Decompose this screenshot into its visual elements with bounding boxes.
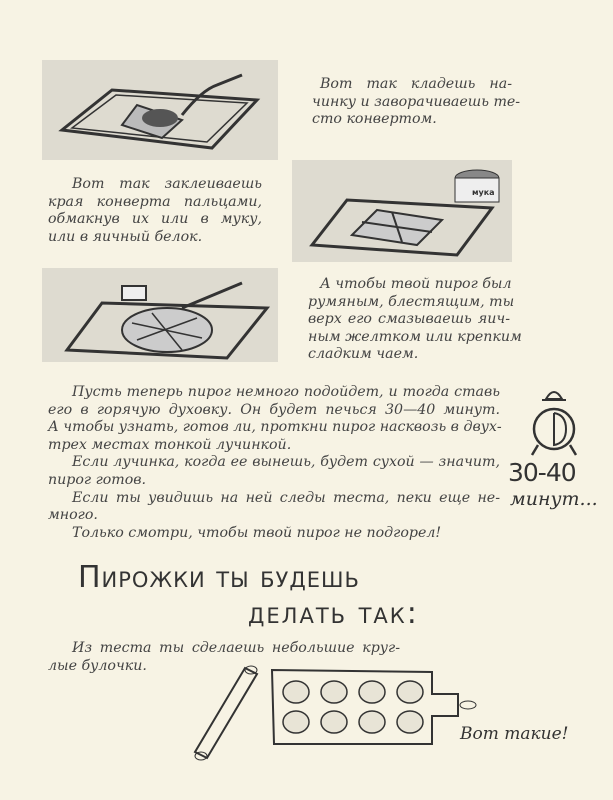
buns-line: лые булочки. — [48, 657, 147, 674]
illustration-sealing: мука — [292, 160, 512, 262]
buns-line: Из теста ты сделаешь небольшие круг- — [72, 640, 400, 656]
paragraph-line: А чтобы узнать, готов ли, проткни пирог … — [48, 419, 502, 436]
flour-jar-label: мука — [472, 188, 495, 197]
section-heading-line2: делать так: — [248, 596, 419, 631]
paragraph-line: много. — [48, 507, 98, 524]
alarm-clock-icon — [530, 391, 578, 456]
timer-number: 30-40 — [508, 458, 577, 487]
rolling-pin-illustration — [193, 665, 259, 761]
paragraph-line: пирог готов. — [48, 471, 147, 488]
caption-line: верх его смазываешь яич- — [308, 311, 510, 328]
bun — [396, 710, 424, 734]
bun — [282, 680, 310, 704]
bun — [396, 680, 424, 704]
caption-line: или в яичный белок. — [48, 228, 203, 245]
bun — [282, 710, 310, 734]
paragraph-line: Если ты увидишь на ней следы теста, пеки… — [72, 489, 500, 506]
caption-line: Вот так кладешь на- — [320, 76, 512, 92]
paragraph-line: Пусть теперь пирог немного подойдет, и т… — [72, 384, 500, 400]
paragraph-line: Если лучинка, когда ее вынешь, будет сух… — [72, 454, 500, 471]
caption-line: обмакнув их или в муку, — [48, 211, 262, 228]
caption-filling: Вот так кладешь на- чинку и заворачиваеш… — [312, 76, 521, 129]
caption-sealing: Вот так заклеиваешь края конверта пальца… — [48, 176, 262, 246]
paragraph-line: его в горячую духовку. Он будет печься 3… — [48, 401, 500, 418]
caption-line: А чтобы твой пирог был — [320, 276, 512, 292]
bun — [358, 680, 386, 704]
caption-line: чинку и заворачиваешь те- — [312, 93, 521, 110]
caption-line: сто конвертом. — [312, 111, 437, 128]
caption-line: ным желтком или крепким — [308, 328, 522, 345]
baking-tray-illustration — [270, 668, 477, 745]
bun — [320, 680, 348, 704]
bun — [320, 710, 348, 734]
paragraph-line: трех местах тонкой лучинкой. — [48, 436, 292, 453]
caption-line: края конверта пальцами, — [48, 193, 262, 210]
caption-line: румяным, блестящим, ты — [308, 293, 515, 310]
illustration-filling — [42, 60, 278, 160]
baking-instructions: Пусть теперь пирог немного подойдет, и т… — [48, 384, 502, 542]
caption-line: сладким чаем. — [308, 346, 419, 363]
bun — [358, 710, 386, 734]
paragraph-line: Только смотри, чтобы твой пирог не подго… — [72, 524, 442, 541]
section-heading-line1: Пирожки ты будешь — [78, 560, 360, 595]
buns-text: Из теста ты сделаешь небольшие круг- лые… — [48, 640, 400, 675]
caption-glazing: А чтобы твой пирог был румяным, блестящи… — [308, 276, 522, 364]
timer-unit: минут... — [510, 488, 598, 510]
caption-line: Вот так заклеиваешь — [72, 176, 262, 192]
illustration-glazing — [42, 268, 278, 362]
buns-note: Вот такие! — [460, 724, 569, 744]
